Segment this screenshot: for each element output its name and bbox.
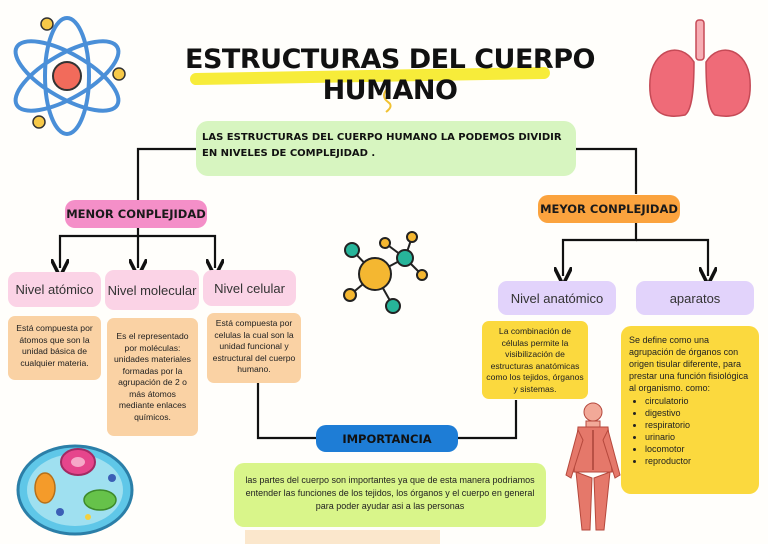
intro-box: LAS ESTRUCTURAS DEL CUERPO HUMANO LA POD… — [196, 121, 576, 176]
title-arrow-icon — [383, 87, 392, 113]
anatomic-description: La combinación de células permite la vis… — [482, 321, 588, 399]
node-anatomic-level: Nivel anatómico — [498, 281, 616, 315]
cell-icon — [16, 444, 134, 536]
molecule-icon — [343, 231, 428, 314]
atom-icon — [13, 16, 126, 136]
list-item: digestivo — [645, 407, 751, 419]
list-item: respiratorio — [645, 419, 751, 431]
page-title: ESTRUCTURAS DEL CUERPO HUMANO — [185, 44, 595, 106]
apparatus-description: Se define como una agrupación de órganos… — [621, 326, 759, 494]
list-item: locomotor — [645, 443, 751, 455]
footer-strip — [245, 530, 440, 544]
minor-complexity-heading: MENOR CONPLEJIDAD — [65, 200, 207, 228]
node-cellular-level: Nivel celular — [203, 270, 296, 306]
apparatus-definition: Se define como una agrupación de órganos… — [629, 335, 749, 393]
node-apparatus: aparatos — [636, 281, 754, 315]
human-body-icon — [565, 402, 621, 531]
major-complexity-heading: MEYOR CONPLEJIDAD — [538, 195, 680, 223]
apparatus-list: circulatorio digestivo respiratorio urin… — [629, 395, 751, 467]
importance-heading: IMPORTANCIA — [316, 425, 458, 452]
atomic-description: Está compuesta por átomos que son la uni… — [8, 316, 101, 380]
molecular-description: Es el representado por moléculas: unidad… — [107, 318, 198, 436]
list-item: urinario — [645, 431, 751, 443]
importance-box: las partes del cuerpo son importantes ya… — [234, 463, 546, 527]
list-item: reproductor — [645, 455, 751, 467]
list-item: circulatorio — [645, 395, 751, 407]
cellular-description: Está compuesta por celulas la cual son l… — [207, 313, 301, 383]
node-atomic-level: Nivel atómico — [8, 272, 101, 307]
node-molecular-level: Nivel molecular — [105, 270, 199, 310]
lungs-icon — [649, 19, 751, 117]
